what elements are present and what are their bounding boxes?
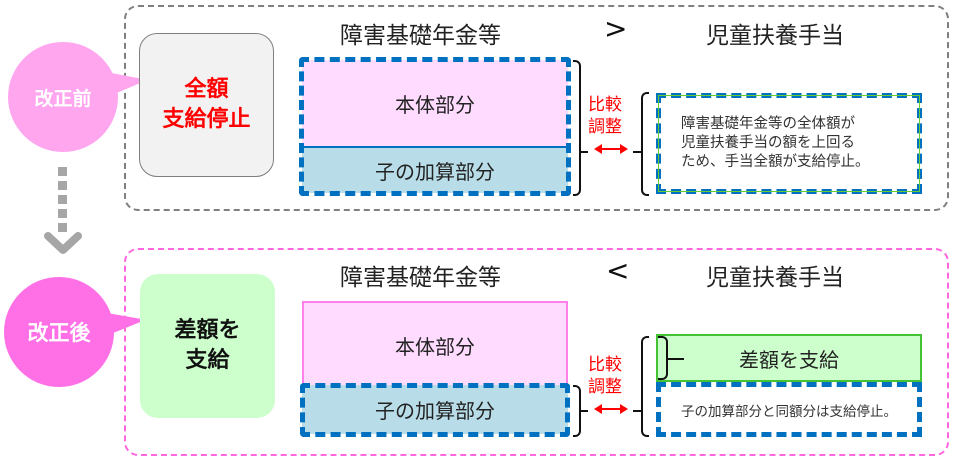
after-pay-label: 差額を支給 — [739, 347, 839, 372]
after-child-dashed-outline — [300, 383, 570, 437]
after-section-frame — [124, 248, 949, 456]
after-compare-arrow-icon — [594, 404, 628, 414]
after-child-part: 子の加算部分 — [302, 385, 568, 434]
after-result-line-1: 差額を — [174, 318, 241, 343]
before-child-part: 子の加算部分 — [302, 146, 568, 193]
after-result-box: 差額を 支給 — [140, 274, 275, 418]
before-bubble: 改正前 — [8, 42, 118, 152]
before-compare-arrow-icon — [594, 144, 628, 154]
before-note-line-2: 児童扶養手当の額を上回る — [681, 135, 855, 151]
after-right-brace — [641, 336, 649, 437]
before-left-brace — [573, 60, 581, 196]
after-note-label: 子の加算部分と同額分は支給停止。 — [681, 403, 897, 420]
before-result-box: 全額 支給停止 — [139, 33, 274, 177]
after-pay-inner-brace-tick — [668, 358, 684, 360]
after-left-heading: 障害基礎年金等 — [340, 265, 501, 291]
before-note-line-3: ため、手当全額が支給停止。 — [681, 154, 870, 170]
after-comparison-symbol: < — [606, 254, 630, 287]
after-right-brace-tick — [633, 410, 641, 412]
after-left-brace-tick — [580, 410, 588, 412]
before-note-box: 障害基礎年金等の全体額が 児童扶養手当の額を上回る ため、手当全額が支給停止。 — [656, 93, 922, 194]
before-comparison-symbol: > — [604, 12, 628, 45]
after-pay-difference-box: 差額を支給 — [656, 334, 922, 382]
after-result-line-2: 支給 — [185, 348, 230, 373]
after-right-heading: 児童扶養手当 — [706, 265, 844, 291]
before-adjust-label: 比較 調整 — [588, 94, 622, 138]
after-main-part-label: 本体部分 — [395, 334, 475, 359]
before-left-heading: 障害基礎年金等 — [340, 23, 501, 49]
before-note-line-1: 障害基礎年金等の全体額が — [681, 116, 855, 132]
after-adjust-label: 比較 調整 — [588, 354, 622, 398]
after-child-part-label: 子の加算部分 — [375, 399, 495, 423]
after-main-part: 本体部分 — [302, 301, 568, 387]
before-section-frame — [124, 5, 949, 211]
after-adjust-line-1: 比較 — [588, 355, 622, 375]
after-note-box: 子の加算部分と同額分は支給停止。 — [656, 382, 922, 437]
before-bubble-label: 改正前 — [34, 87, 92, 110]
before-left-brace-tick — [580, 151, 588, 153]
after-bubble-label: 改正後 — [27, 321, 91, 345]
before-result-line-2: 支給停止 — [162, 107, 251, 132]
before-main-part-label: 本体部分 — [395, 92, 475, 117]
before-main-part: 本体部分 — [302, 60, 568, 146]
before-child-part-label: 子の加算部分 — [375, 160, 495, 184]
before-total-dashed-outline — [299, 57, 571, 196]
before-adjust-line-2: 調整 — [588, 117, 622, 137]
before-right-brace — [641, 92, 649, 196]
before-adjust-line-1: 比較 — [588, 95, 622, 115]
before-right-brace-tick — [633, 151, 641, 153]
after-pay-inner-brace — [658, 336, 668, 380]
after-adjust-line-2: 調整 — [588, 377, 622, 397]
after-bubble: 改正後 — [4, 277, 114, 387]
before-result-line-1: 全額 — [184, 77, 229, 102]
before-right-heading: 児童扶養手当 — [706, 23, 844, 49]
